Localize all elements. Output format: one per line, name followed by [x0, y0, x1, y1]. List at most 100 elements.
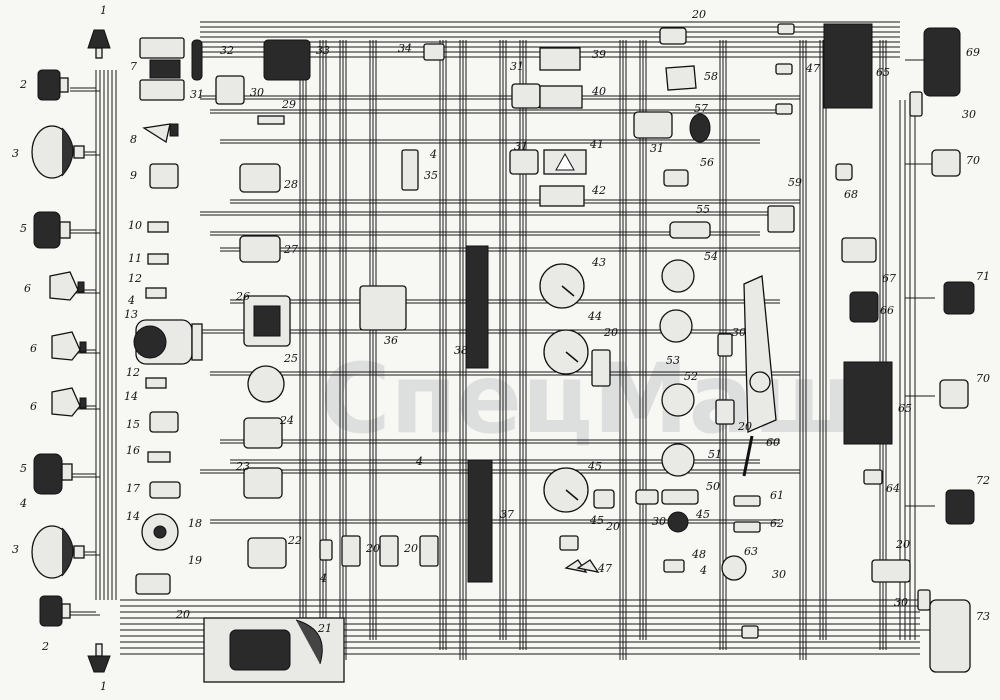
component-64-plug: [863, 469, 883, 485]
label-l70a: 70: [966, 154, 980, 167]
component-45-gauge: [543, 467, 589, 513]
component-labels: 1235666543217891011124131214151617141819…: [12, 4, 990, 693]
label-l35: 35: [424, 169, 438, 182]
label-l56: 56: [700, 156, 714, 169]
component-30-right-plug: [917, 589, 931, 611]
component-16-plug: [147, 451, 171, 463]
label-l17: 17: [126, 482, 140, 495]
label-l62: 62: [770, 517, 784, 530]
label-l2a: 2: [19, 78, 27, 91]
component-47-spark-plugs: [775, 23, 795, 115]
component-5-top-side-lamp: [33, 211, 71, 249]
label-l53: 53: [666, 354, 680, 367]
component-43-gauge: [539, 263, 585, 309]
label-l38: 38: [454, 344, 468, 357]
label-l12b: 12: [126, 366, 140, 379]
component-30-switch: [717, 333, 733, 357]
component-52-gauge: [661, 383, 695, 417]
label-l34: 34: [398, 42, 412, 55]
component-30-right-top-plug: [909, 91, 923, 117]
component-1-bottom-horn: [87, 643, 111, 673]
component-2-bottom-fog-lamp: [39, 595, 71, 627]
component-11-plug: [147, 253, 169, 265]
component-9-relay: [149, 163, 179, 189]
label-l30a: 30: [250, 86, 264, 99]
label-l23: 23: [235, 460, 250, 473]
component-67-relay: [841, 237, 877, 263]
label-l1b: 1: [100, 680, 107, 693]
label-l27: 27: [283, 243, 298, 256]
component-25-gauge: [247, 365, 285, 403]
label-l30f: 30: [962, 108, 976, 121]
component-10-plug: [147, 221, 169, 233]
component-35-fuse: [401, 149, 419, 191]
component-31-relay-left: [215, 75, 245, 105]
component-55-switch: [669, 221, 711, 239]
component-45-switch: [667, 511, 689, 533]
component-31-switch-lower: [509, 149, 539, 175]
label-l21: 21: [317, 622, 332, 635]
label-l6b: 6: [30, 342, 37, 355]
component-71-lamp: [943, 281, 975, 315]
label-l44: 44: [587, 310, 602, 323]
component-66-pump: [849, 291, 879, 323]
label-l63: 63: [744, 545, 758, 558]
component-58-horn-relay: [665, 65, 697, 91]
component-20-left-connector: [135, 573, 171, 595]
component-15-switch: [149, 411, 179, 433]
component-20-steering-connector: [715, 399, 735, 425]
label-l47b: 47: [805, 62, 820, 75]
component-70-bottom-lamp: [939, 379, 969, 409]
label-l39: 39: [592, 48, 606, 61]
label-l42: 42: [591, 184, 606, 197]
label-l4a: 4: [19, 497, 27, 510]
label-l13: 13: [124, 308, 138, 321]
label-l58: 58: [704, 70, 718, 83]
label-l57: 57: [694, 102, 708, 115]
label-l4d: 4: [429, 148, 437, 161]
component-61-plug: [733, 495, 761, 507]
label-l31b: 31: [510, 60, 524, 73]
component-30-plug: [635, 489, 659, 505]
component-8-sensor: [142, 123, 179, 144]
label-l16: 16: [126, 444, 140, 457]
label-l20a: 20: [175, 608, 190, 621]
label-l20c: 20: [403, 542, 418, 555]
component-36-fuse-block: [359, 285, 407, 331]
component-17-switch: [149, 481, 181, 499]
component-65-bottom-rear-lamp: [843, 361, 893, 445]
component-23-relay: [243, 467, 283, 499]
component-41-warning-lamp: [543, 149, 587, 175]
label-l43: 43: [591, 256, 606, 269]
component-27-relay: [239, 235, 281, 263]
label-l45b: 45: [695, 508, 710, 521]
component-7-relay-block: [139, 37, 203, 101]
label-l10: 10: [128, 219, 142, 232]
label-l67: 67: [882, 272, 896, 285]
label-l4c: 4: [319, 572, 327, 585]
label-l3a: 3: [12, 147, 19, 160]
component-56-plug: [663, 169, 689, 187]
label-l4b: 4: [127, 294, 135, 307]
component-20-mid-connectors: [319, 535, 439, 567]
label-l66: 66: [880, 304, 894, 317]
label-l33: 33: [316, 44, 330, 57]
component-2-top-fog-lamp: [37, 69, 69, 101]
component-6-repeater-a: [49, 271, 85, 301]
component-1-top-horn: [87, 29, 111, 59]
component-44-gauge: [543, 329, 589, 375]
label-l70b: 70: [976, 372, 990, 385]
component-50-switch: [661, 489, 699, 505]
label-l31d: 31: [650, 142, 664, 155]
component-47-lamps: [564, 559, 600, 573]
component-45-plug: [559, 489, 615, 551]
component-18-distributor: [141, 513, 179, 551]
component-12-plug-top: [145, 287, 167, 299]
component-6-repeater-c: [51, 387, 87, 417]
label-l20g: 20: [737, 420, 752, 433]
component-53-gauge: [659, 309, 693, 343]
label-l61: 61: [770, 489, 784, 502]
component-42-lamp: [539, 185, 585, 207]
component-65-top-rear-lamp: [823, 23, 873, 109]
label-l12a: 12: [128, 272, 142, 285]
